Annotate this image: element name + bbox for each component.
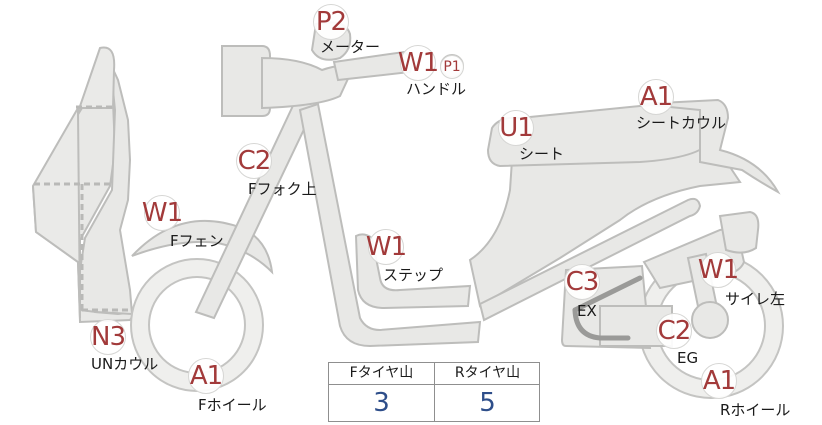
- rear-tire-value[interactable]: 5: [479, 388, 496, 418]
- marker-code: C2: [237, 146, 272, 176]
- part-label-seat: シート: [519, 145, 565, 163]
- exhaust-pipe-bend: [572, 307, 631, 341]
- part-label-rear-wheel: Rホイール: [720, 401, 791, 419]
- marker-code: P2: [315, 7, 347, 37]
- part-label-meter: メーター: [320, 38, 381, 56]
- frame-tube-shape: [298, 102, 482, 348]
- part-label-step: ステップ: [383, 266, 444, 284]
- part-label-front-fender: Fフェン: [170, 232, 224, 250]
- damage-marker-exhaust[interactable]: C3: [564, 264, 600, 300]
- muffler-tip-shape: [718, 210, 760, 254]
- damage-marker-muffler-left[interactable]: W1: [697, 252, 739, 288]
- damage-marker-fork-upper[interactable]: C2: [236, 143, 272, 179]
- damage-marker-front-wheel[interactable]: A1: [188, 358, 224, 394]
- front-tire-value[interactable]: 3: [373, 388, 390, 418]
- marker-code: W1: [397, 48, 439, 78]
- damage-marker-meter[interactable]: P2: [313, 4, 349, 40]
- part-label-seat-cowl: シートカウル: [636, 114, 727, 132]
- marker-code: N3: [91, 322, 126, 352]
- tire-tread-table: Fタイヤ山 3 Rタイヤ山 5: [328, 362, 540, 422]
- front-tire-header: Fタイヤ山: [329, 363, 434, 385]
- marker-code: W1: [697, 255, 739, 285]
- part-label-front-wheel: Fホイール: [198, 396, 267, 414]
- damage-marker-step[interactable]: W1: [365, 229, 407, 265]
- marker-code: A1: [639, 82, 673, 112]
- marker-code: W1: [141, 198, 183, 228]
- floor-step-shape: [354, 233, 472, 310]
- marker-code: A1: [702, 366, 736, 396]
- part-label-under-cowl: UNカウル: [91, 355, 159, 373]
- part-label-muffler-left: サイレ左: [725, 290, 786, 308]
- damage-marker-rear-wheel[interactable]: A1: [701, 363, 737, 399]
- marker-code: C3: [565, 267, 600, 297]
- damage-marker-front-fender[interactable]: W1: [141, 195, 183, 231]
- part-label-handle: ハンドル: [406, 80, 467, 98]
- rear-rail-shape: [478, 197, 702, 322]
- marker-code: W1: [365, 232, 407, 262]
- marker-code: A1: [189, 361, 223, 391]
- engine-core-shape: [691, 301, 729, 339]
- front-fork-shape: [194, 93, 320, 320]
- leg-shield: [31, 46, 116, 319]
- part-label-fork-upper: Fフォク上: [248, 180, 317, 198]
- exhaust-pipe-shape: [572, 275, 643, 313]
- damage-marker-under-cowl[interactable]: N3: [90, 319, 126, 355]
- damage-marker-handle-extra[interactable]: P1: [440, 55, 464, 79]
- seat-cowl-shape: [639, 98, 781, 195]
- part-label-exhaust: EX: [577, 302, 597, 320]
- damage-marker-handle[interactable]: W1: [397, 45, 439, 81]
- damage-marker-seat[interactable]: U1: [498, 110, 534, 146]
- rear-tire-header: Rタイヤ山: [435, 363, 540, 385]
- front-tire-column: Fタイヤ山 3: [329, 363, 435, 421]
- marker-code: U1: [499, 113, 534, 143]
- rear-tire-column: Rタイヤ山 5: [435, 363, 540, 421]
- damage-marker-seat-cowl[interactable]: A1: [638, 79, 674, 115]
- part-label-engine: EG: [677, 349, 699, 367]
- damage-marker-engine[interactable]: C2: [656, 313, 692, 349]
- marker-code: P1: [443, 59, 461, 75]
- marker-code: C2: [657, 316, 692, 346]
